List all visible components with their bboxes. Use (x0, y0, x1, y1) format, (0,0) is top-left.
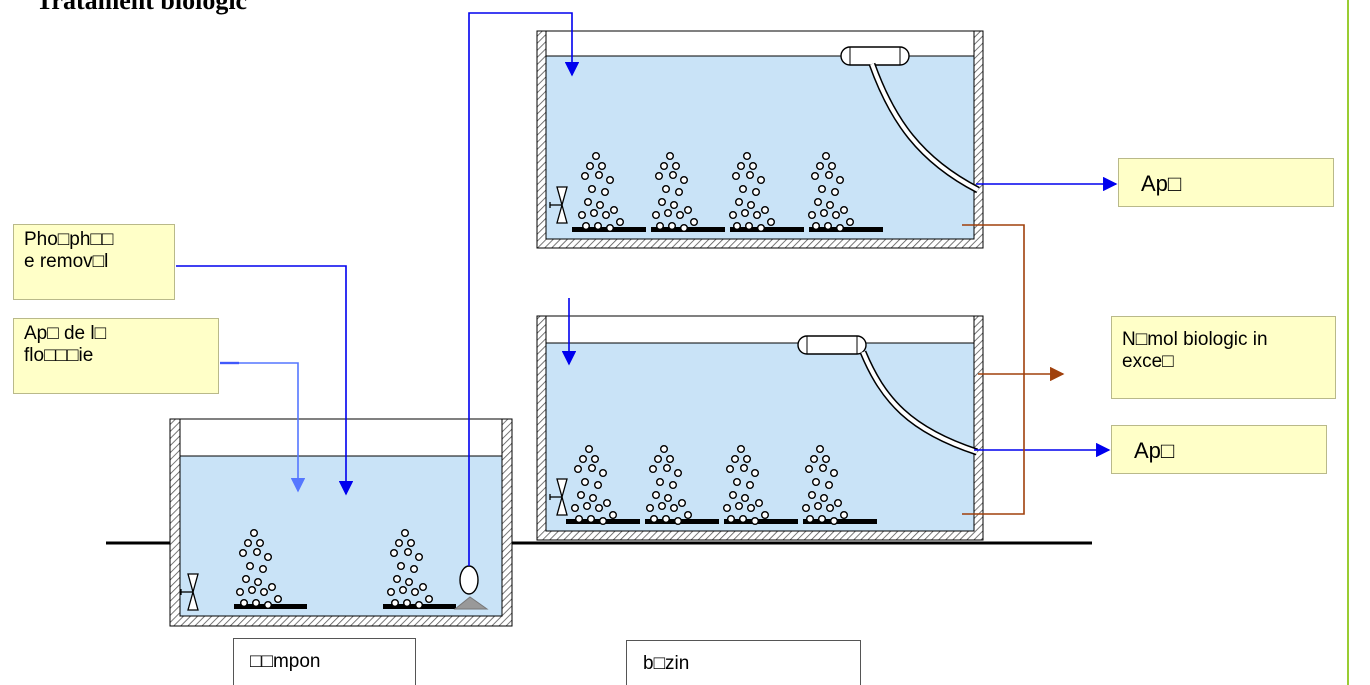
phosphate-removal-label: Pho□ph□□ e remov□l (13, 224, 175, 300)
buffer-tank (169, 418, 513, 627)
aeration-basin-bottom (536, 315, 984, 541)
page-title: Tratament biologic (36, 0, 248, 15)
bubble-cluster (808, 151, 855, 232)
bubble-cluster (387, 529, 434, 610)
feed-line-top-basin (468, 12, 580, 566)
flocculation-water-line (220, 362, 306, 493)
decanter-bottom (797, 335, 979, 456)
air-bubbles (235, 151, 855, 610)
bubble-cluster (723, 445, 770, 526)
bubble-cluster (235, 529, 283, 610)
mixer-icon (180, 573, 199, 611)
flocculation-water-label: Ap□ de l□ flo□□□ie (13, 318, 219, 394)
bubble-cluster (578, 151, 625, 232)
mixer-icon (549, 186, 568, 224)
clean-water-label-bottom: Ap□ (1111, 425, 1327, 474)
basin-top-water (546, 56, 974, 239)
pump-icon (453, 565, 489, 610)
bubble-cluster (652, 151, 699, 232)
mixer-icons (180, 186, 568, 611)
bubble-cluster (571, 445, 618, 526)
excess-sludge-label: N□mol biologic in exce□ (1111, 316, 1336, 399)
buffer-water (180, 456, 502, 616)
bubble-cluster (729, 151, 776, 232)
excess-sludge-line (962, 224, 1025, 515)
clean-water-label-top: Ap□ (1118, 158, 1334, 207)
tampon-label: □□mpon (233, 638, 416, 685)
bubble-cluster (802, 445, 849, 526)
bubble-cluster (646, 445, 693, 526)
mixer-icon (549, 478, 568, 516)
phosphate-removal-line (176, 265, 354, 496)
bazin-label: b□zin (626, 640, 861, 685)
decanter-top (840, 46, 980, 194)
